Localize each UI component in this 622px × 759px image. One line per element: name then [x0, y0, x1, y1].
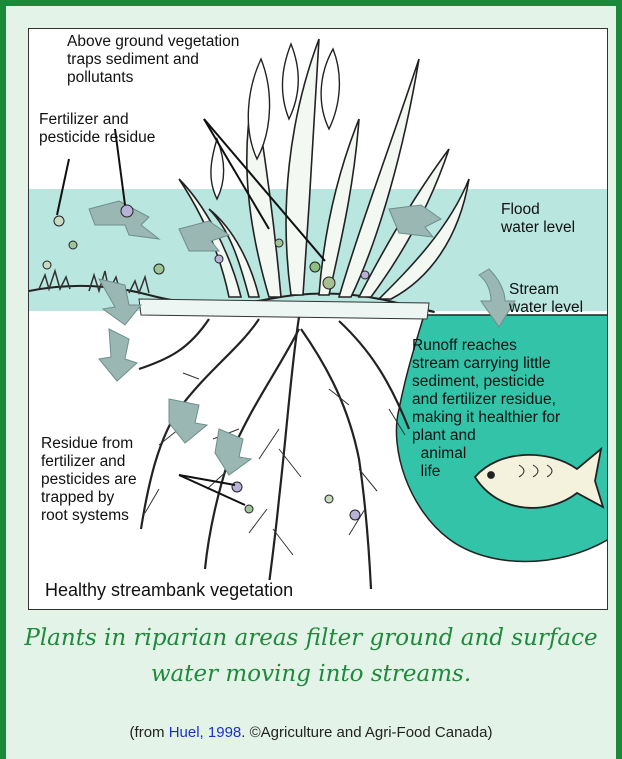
credit-link[interactable]: Huel, 1998: [169, 724, 242, 741]
residue-particle: [154, 264, 164, 274]
residue-particle: [69, 241, 77, 249]
residue-particle: [350, 510, 360, 520]
residue-particle: [121, 205, 133, 217]
residue-particle: [325, 495, 333, 503]
residue-particle: [361, 271, 369, 279]
label-runoff: Runoff reaches stream carrying little se…: [412, 337, 560, 481]
label-flood-level: Flood water level: [501, 201, 575, 237]
residue-particle: [54, 216, 64, 226]
residue-particle: [275, 239, 283, 247]
figure-caption: Plants in riparian areas filter ground a…: [10, 620, 612, 692]
figure-credit: (from Huel, 1998. ©Agriculture and Agri-…: [0, 724, 622, 741]
label-fertilizer-top: Fertilizer and pesticide residue: [39, 111, 155, 147]
label-residue-roots: Residue from fertilizer and pesticides a…: [41, 435, 137, 525]
panel-title: Healthy streambank vegetation: [45, 580, 293, 601]
grain-head: [248, 59, 269, 159]
credit-prefix: (from: [130, 724, 169, 741]
label-stream-level: Stream water level: [509, 281, 583, 317]
residue-particle: [310, 262, 320, 272]
residue-particle: [245, 505, 253, 513]
residue-particle: [232, 482, 242, 492]
grain-head: [282, 44, 298, 119]
residue-particle: [215, 255, 223, 263]
residue-particle: [43, 261, 51, 269]
grain-head: [321, 49, 339, 129]
diagram-panel: Above ground vegetation traps sediment a…: [28, 28, 608, 610]
residue-particle: [323, 277, 335, 289]
label-above-ground: Above ground vegetation traps sediment a…: [67, 33, 239, 87]
credit-suffix: . ©Agriculture and Agri-Food Canada): [241, 724, 492, 741]
